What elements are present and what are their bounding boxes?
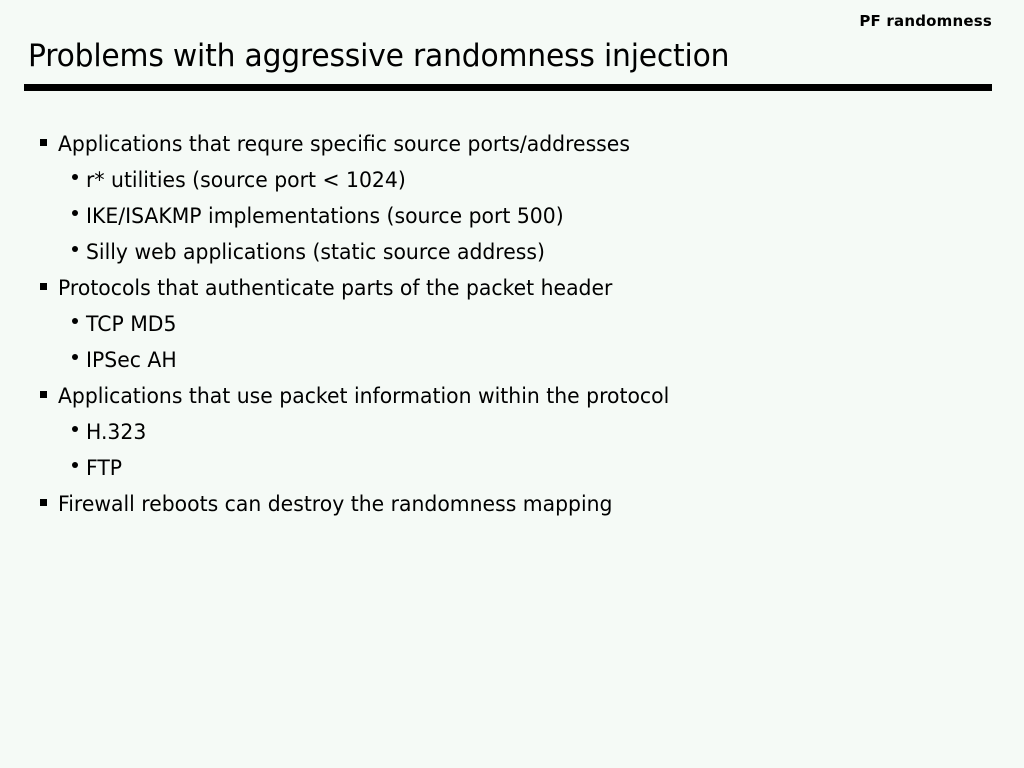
dot-bullet-icon [72, 462, 78, 468]
bullet-text: IKE/ISAKMP implementations (source port … [86, 204, 564, 228]
bullet-text: Applications that requre specific source… [58, 132, 630, 156]
bullet-text: FTP [86, 456, 123, 480]
square-bullet-icon [40, 283, 47, 290]
square-bullet-icon [40, 139, 47, 146]
square-bullet-icon [40, 391, 47, 398]
bullet-item-level-2: r* utilities (source port < 1024) [0, 162, 1024, 198]
bullet-text: Protocols that authenticate parts of the… [58, 276, 613, 300]
dot-bullet-icon [72, 426, 78, 432]
bullet-item-level-1: Firewall reboots can destroy the randomn… [0, 486, 1024, 522]
bullet-text: Firewall reboots can destroy the randomn… [58, 492, 613, 516]
bullet-item-level-2: IKE/ISAKMP implementations (source port … [0, 198, 1024, 234]
dot-bullet-icon [72, 354, 78, 360]
bullet-item-level-1: Protocols that authenticate parts of the… [0, 270, 1024, 306]
title-divider [24, 84, 992, 91]
bullet-item-level-2: H.323 [0, 414, 1024, 450]
dot-bullet-icon [72, 318, 78, 324]
square-bullet-icon [40, 499, 47, 506]
bullet-text: Applications that use packet information… [58, 384, 670, 408]
bullet-text: TCP MD5 [86, 312, 177, 336]
bullet-text: r* utilities (source port < 1024) [86, 168, 406, 192]
running-header: PF randomness [859, 12, 992, 30]
page-title: Problems with aggressive randomness inje… [28, 38, 730, 74]
dot-bullet-icon [72, 246, 78, 252]
bullet-text: Silly web applications (static source ad… [86, 240, 545, 264]
bullet-text: H.323 [86, 420, 147, 444]
bullet-item-level-2: IPSec AH [0, 342, 1024, 378]
dot-bullet-icon [72, 174, 78, 180]
bullet-list: Applications that requre specific source… [0, 126, 1024, 522]
bullet-item-level-2: FTP [0, 450, 1024, 486]
bullet-text: IPSec AH [86, 348, 177, 372]
bullet-item-level-2: TCP MD5 [0, 306, 1024, 342]
bullet-item-level-1: Applications that requre specific source… [0, 126, 1024, 162]
dot-bullet-icon [72, 210, 78, 216]
bullet-item-level-2: Silly web applications (static source ad… [0, 234, 1024, 270]
bullet-item-level-1: Applications that use packet information… [0, 378, 1024, 414]
